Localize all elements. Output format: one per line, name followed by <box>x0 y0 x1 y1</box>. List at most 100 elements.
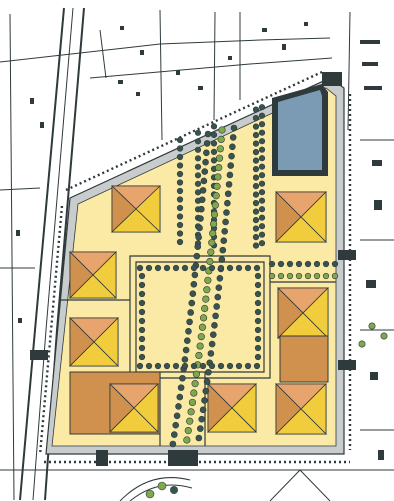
tree-icon <box>252 157 260 164</box>
tree-icon <box>209 220 218 228</box>
tree-icon <box>217 264 225 272</box>
tree-icon <box>173 412 181 420</box>
tree-icon <box>252 200 260 207</box>
tree-icon <box>176 170 184 178</box>
tree-icon <box>235 362 243 370</box>
tree-icon <box>198 323 207 331</box>
building-pyramid-icon <box>275 383 327 435</box>
tree-icon <box>224 199 231 207</box>
tree-icon <box>224 190 232 198</box>
tree-icon <box>176 221 184 229</box>
tree-icon <box>286 272 294 280</box>
tree-icon <box>380 332 388 340</box>
surrounding-buildings <box>16 22 384 460</box>
tree-icon <box>252 217 260 224</box>
tree-icon <box>215 284 223 291</box>
tree-icon <box>252 234 260 241</box>
tree-icon <box>191 380 199 388</box>
tree-icon <box>202 295 210 303</box>
tree-icon <box>252 149 260 156</box>
tree-icon <box>198 415 206 423</box>
tree-icon <box>183 436 191 444</box>
tree-icon <box>203 286 211 294</box>
tree-icon <box>199 406 207 414</box>
tree-icon <box>194 163 202 170</box>
tree-icon <box>244 362 252 370</box>
tree-icon <box>138 299 146 307</box>
tree-icon <box>201 304 209 313</box>
tree-icon <box>225 181 233 188</box>
tree-icon <box>254 290 262 298</box>
tree-icon <box>258 189 266 196</box>
building-pyramid-icon <box>69 317 119 367</box>
tree-icon <box>196 342 204 350</box>
building-pyramid-icon <box>279 335 329 383</box>
tree-icon <box>176 230 184 237</box>
tree-icon <box>253 264 261 272</box>
tree-icon <box>187 309 194 316</box>
tree-icon <box>205 368 212 376</box>
tree-icon <box>145 264 153 272</box>
tree-icon <box>208 362 216 370</box>
tree-icon <box>204 130 212 138</box>
tree-icon <box>189 290 197 297</box>
tree-icon <box>226 264 234 272</box>
tree-icon <box>194 180 202 187</box>
tree-icon <box>258 138 266 145</box>
tree-icon <box>184 427 192 435</box>
tree-icon <box>194 146 202 153</box>
tree-icon <box>175 403 182 410</box>
tree-icon <box>210 157 218 164</box>
tree-icon <box>253 362 261 370</box>
tree-icon <box>222 218 229 226</box>
tree-icon <box>154 362 162 370</box>
tree-icon <box>217 362 225 370</box>
tree-icon <box>258 146 266 153</box>
tree-icon <box>313 260 321 268</box>
tree-icon <box>331 272 339 280</box>
tree-icon <box>258 180 266 187</box>
tree-icon <box>138 272 146 280</box>
tree-icon <box>252 140 260 147</box>
tree-icon <box>192 370 201 378</box>
tree-icon <box>213 182 221 190</box>
tree-icon <box>230 124 238 132</box>
tree-icon <box>252 114 260 122</box>
tree-icon <box>229 134 237 141</box>
tree-icon <box>154 264 162 272</box>
tree-icon <box>295 260 303 268</box>
tree-icon <box>188 398 197 407</box>
tree-icon <box>182 346 190 354</box>
tree-icon <box>206 257 214 266</box>
tree-icon <box>185 327 192 335</box>
tree-icon <box>286 260 294 268</box>
tree-icon <box>216 145 224 153</box>
tree-icon <box>196 224 203 232</box>
tree-icon <box>190 389 198 397</box>
tree-icon <box>254 344 262 352</box>
tree-icon <box>268 272 276 280</box>
tree-icon <box>228 152 235 160</box>
tree-icon <box>214 173 222 181</box>
tree-icon <box>252 208 260 215</box>
tree-icon <box>188 299 196 307</box>
tree-icon <box>258 104 266 111</box>
tree-icon <box>190 362 198 370</box>
tree-icon <box>226 362 234 370</box>
tree-icon <box>170 431 178 438</box>
tree-icon <box>258 155 266 162</box>
tree-icon <box>277 260 285 268</box>
tree-icon <box>258 240 266 247</box>
tree-icon <box>322 260 330 268</box>
building-pyramid-icon <box>69 251 117 299</box>
tree-icon <box>194 243 202 251</box>
tree-icon <box>181 356 189 363</box>
tree-icon <box>219 246 227 254</box>
tree-icon <box>209 229 217 237</box>
tree-icon <box>176 179 184 186</box>
tree-icon <box>202 387 210 395</box>
tree-icon <box>358 340 366 348</box>
tree-icon <box>258 214 266 221</box>
tree-icon <box>258 197 266 204</box>
tree-icon <box>138 290 146 298</box>
